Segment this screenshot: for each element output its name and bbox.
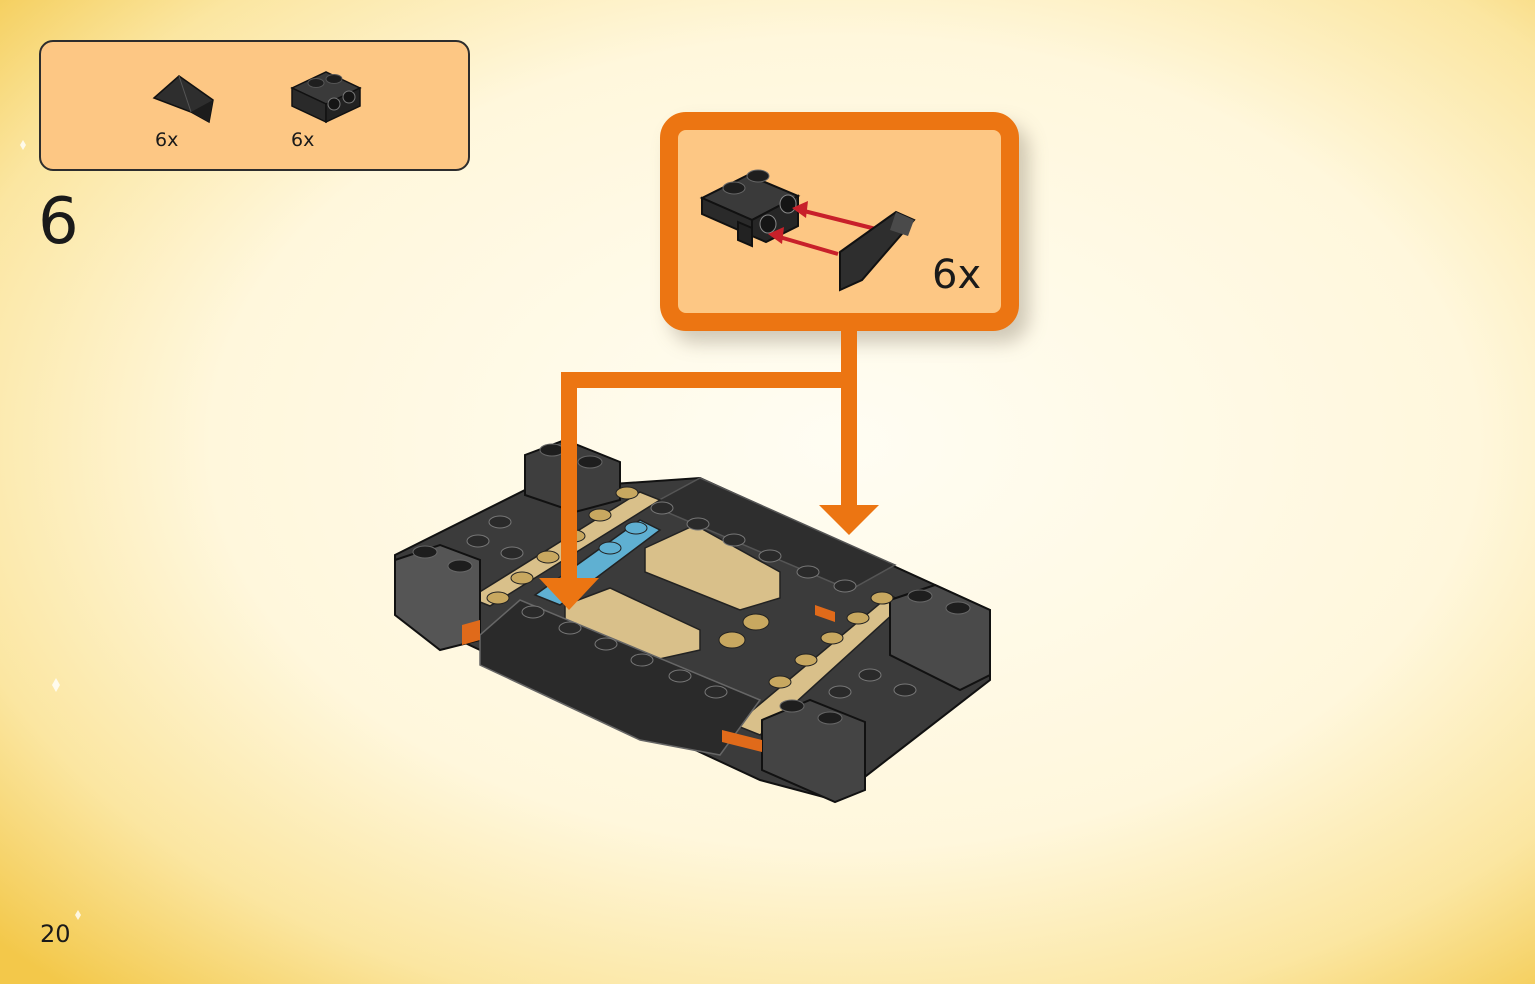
step-number: 6 — [38, 185, 79, 259]
parts-list-box: 6x 6x — [39, 40, 470, 171]
page-number: 20 — [40, 920, 71, 948]
parts-quantity: 6x — [155, 129, 179, 151]
bracket-plate-icon — [290, 71, 362, 124]
parts-quantity: 6x — [291, 129, 315, 151]
slope-brick-icon — [152, 75, 214, 124]
callout-quantity: 6x — [932, 252, 982, 298]
callout-box — [660, 112, 1019, 331]
